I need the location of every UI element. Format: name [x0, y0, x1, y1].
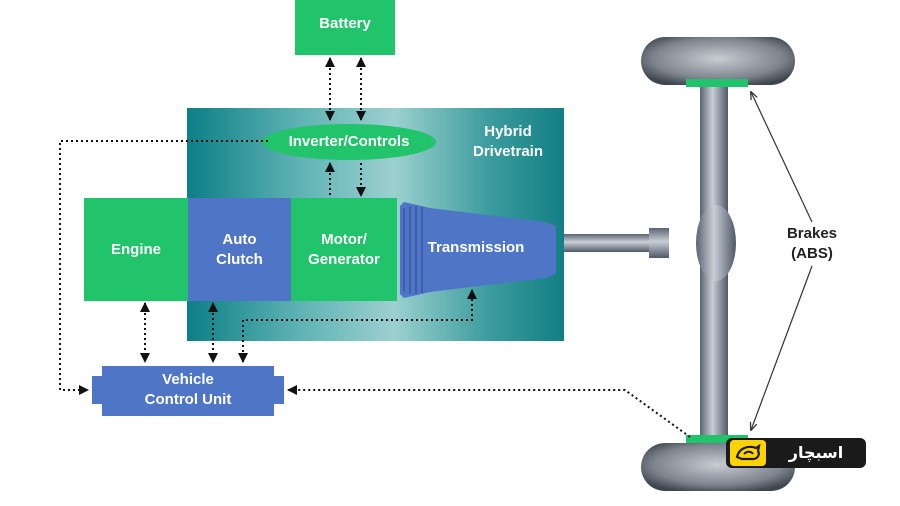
shaft-coupling [649, 228, 669, 258]
motor-generator-label: Motor/ Generator [308, 231, 380, 268]
hybrid-drivetrain-label: Hybrid Drivetrain [472, 123, 544, 160]
differential [696, 205, 736, 281]
drive-shaft [564, 234, 649, 252]
vehicle-control-unit-box [92, 366, 284, 416]
auto-clutch-box [188, 198, 291, 301]
inverter-ellipse [262, 124, 436, 160]
vehicle-control-unit-label: Vehicle Control Unit [144, 371, 232, 408]
dotted-connectors [59, 57, 691, 438]
transmission-housing [400, 202, 556, 298]
brake-pointers [751, 92, 813, 430]
watermark-logo: اسبچار [726, 438, 866, 468]
battery-box [295, 0, 395, 55]
bottom-brake-pad [686, 435, 748, 443]
horse-logo-icon [730, 440, 766, 466]
inverter-label: Inverter/Controls [288, 133, 410, 150]
engine-label: Engine [110, 241, 161, 258]
top-wheel [641, 37, 795, 85]
transmission-label: Transmission [427, 239, 525, 256]
engine-box [84, 198, 188, 301]
motor-generator-box [291, 198, 397, 301]
watermark-text: اسبچار [788, 445, 844, 462]
auto-clutch-label: Auto Clutch [216, 231, 263, 268]
top-brake-pad [686, 79, 748, 87]
transmission-ribs [403, 206, 423, 294]
battery-label: Battery [319, 15, 371, 32]
brakes-label: Brakes (ABS) [786, 225, 838, 262]
